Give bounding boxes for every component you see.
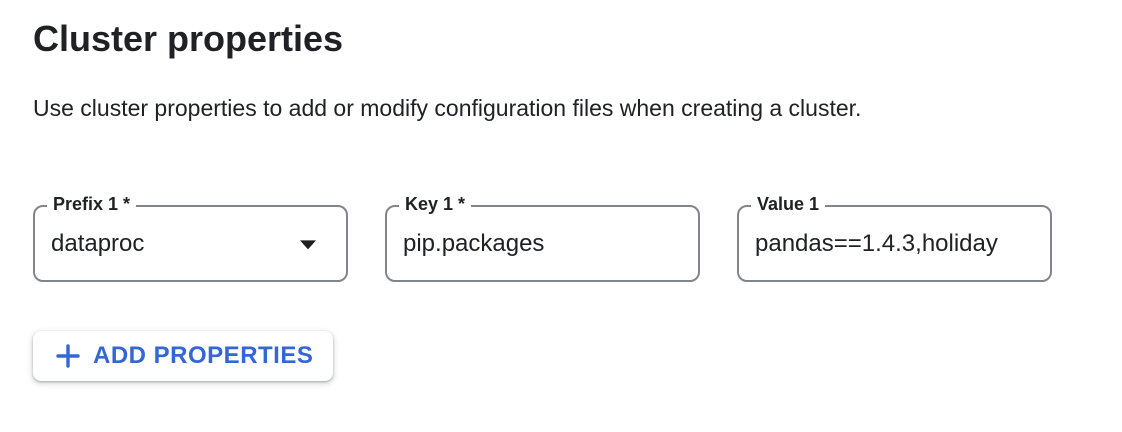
prefix-label: Prefix 1 * <box>47 194 137 215</box>
add-properties-button[interactable]: ADD PROPERTIES <box>33 331 334 381</box>
page-description: Use cluster properties to add or modify … <box>33 95 862 121</box>
dropdown-arrow-icon <box>300 239 316 249</box>
prefix-select[interactable]: Prefix 1 * dataproc <box>33 194 348 282</box>
prefix-selected-value: dataproc <box>51 229 145 257</box>
page-title: Cluster properties <box>33 18 344 59</box>
value-field: Value 1 <box>737 194 1052 282</box>
value-input[interactable] <box>755 207 1039 280</box>
plus-icon <box>56 344 80 368</box>
key-input[interactable] <box>403 207 687 280</box>
key-field: Key 1 * <box>385 194 700 282</box>
property-fields-row: Prefix 1 * dataproc Key 1 * Value 1 <box>33 194 1052 282</box>
add-properties-button-label: ADD PROPERTIES <box>93 342 314 369</box>
